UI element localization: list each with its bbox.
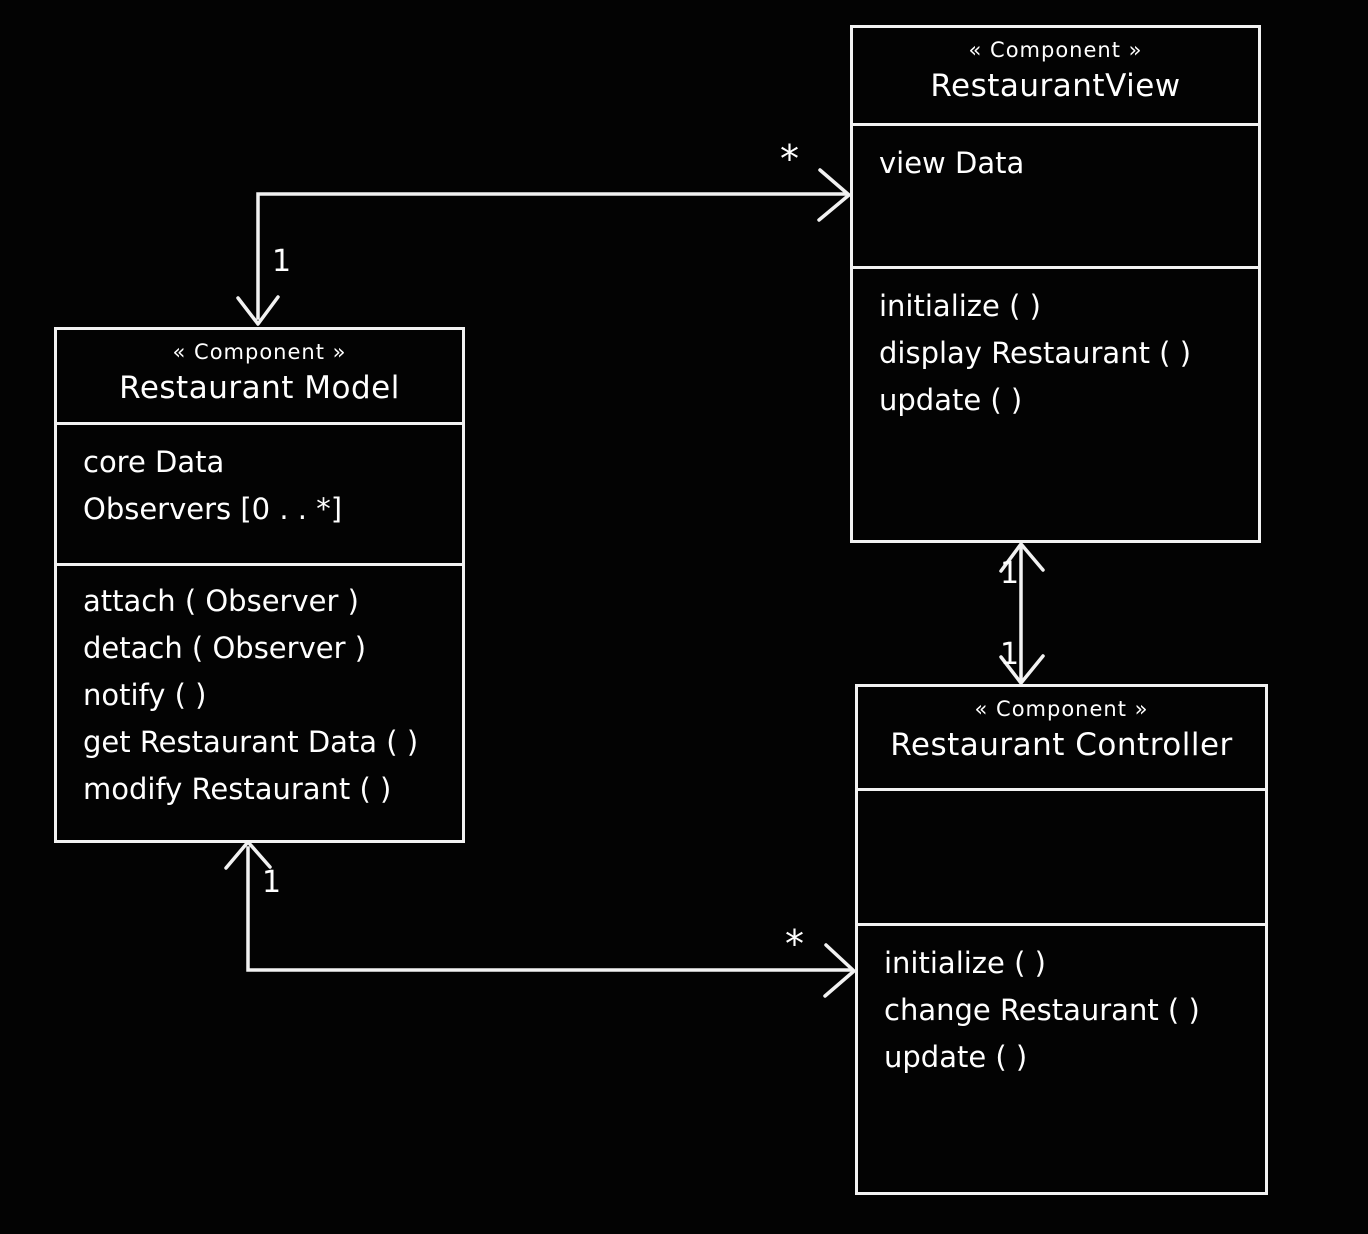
view-attribute-list: view Data bbox=[853, 126, 1258, 187]
connector-model-controller bbox=[224, 840, 856, 998]
connector-model-view bbox=[236, 168, 851, 326]
model-stereotype: « Component » bbox=[172, 340, 347, 364]
arrowhead-down-to-model bbox=[236, 295, 280, 326]
view-attribute: view Data bbox=[879, 146, 1025, 180]
model-operation: attach ( Observer ) bbox=[83, 584, 359, 618]
component-restaurant-controller[interactable]: « Component » Restaurant Controller init… bbox=[855, 684, 1268, 1195]
model-operation-list: attach ( Observer ) detach ( Observer ) … bbox=[57, 566, 462, 813]
model-attribute: Observers [0 . . *] bbox=[83, 491, 343, 526]
multiplicity-model-controller-one: 1 bbox=[262, 865, 282, 900]
view-operation: display Restaurant ( ) bbox=[879, 335, 1192, 370]
controller-operations-compartment: initialize ( ) change Restaurant ( ) upd… bbox=[858, 923, 1265, 1192]
component-restaurant-view[interactable]: « Component » RestaurantView view Data i… bbox=[850, 25, 1261, 543]
view-operation-list: initialize ( ) display Restaurant ( ) up… bbox=[853, 269, 1258, 424]
multiplicity-model-view-one: 1 bbox=[272, 244, 292, 279]
model-operation: modify Restaurant ( ) bbox=[83, 771, 392, 806]
view-operations-compartment: initialize ( ) display Restaurant ( ) up… bbox=[853, 266, 1258, 540]
model-operation: detach ( Observer ) bbox=[83, 630, 367, 665]
controller-operation: update ( ) bbox=[884, 1039, 1028, 1074]
multiplicity-view-controller-bottom: 1 bbox=[1000, 637, 1020, 672]
multiplicity-model-view-star: * bbox=[780, 137, 799, 181]
view-operation: update ( ) bbox=[879, 382, 1023, 417]
view-operation: initialize ( ) bbox=[879, 289, 1041, 323]
model-operations-compartment: attach ( Observer ) detach ( Observer ) … bbox=[57, 563, 462, 846]
view-header-compartment: « Component » RestaurantView bbox=[853, 28, 1258, 123]
controller-header-compartment: « Component » Restaurant Controller bbox=[858, 687, 1265, 788]
model-operation: notify ( ) bbox=[83, 677, 207, 712]
controller-operation-list: initialize ( ) change Restaurant ( ) upd… bbox=[858, 926, 1265, 1081]
model-attributes-compartment: core Data Observers [0 . . *] bbox=[57, 422, 462, 563]
arrowhead-right-to-view bbox=[817, 168, 851, 222]
model-title: Restaurant Model bbox=[119, 370, 400, 406]
controller-operation: change Restaurant ( ) bbox=[884, 992, 1200, 1027]
model-attribute: core Data bbox=[83, 445, 225, 479]
view-title: RestaurantView bbox=[930, 68, 1181, 104]
model-operation: get Restaurant Data ( ) bbox=[83, 724, 419, 759]
controller-title: Restaurant Controller bbox=[890, 727, 1233, 763]
controller-operation: initialize ( ) bbox=[884, 946, 1046, 980]
controller-attribute-list bbox=[858, 791, 1265, 805]
controller-attributes-compartment bbox=[858, 788, 1265, 923]
component-restaurant-model[interactable]: « Component » Restaurant Model core Data… bbox=[54, 327, 465, 843]
view-stereotype: « Component » bbox=[968, 38, 1143, 62]
arrowhead-right-to-controller bbox=[823, 943, 856, 998]
model-header-compartment: « Component » Restaurant Model bbox=[57, 330, 462, 422]
multiplicity-model-controller-star: * bbox=[785, 922, 804, 966]
view-attributes-compartment: view Data bbox=[853, 123, 1258, 266]
controller-stereotype: « Component » bbox=[974, 697, 1149, 721]
multiplicity-view-controller-top: 1 bbox=[1000, 556, 1020, 591]
model-attribute-list: core Data Observers [0 . . *] bbox=[57, 425, 462, 533]
